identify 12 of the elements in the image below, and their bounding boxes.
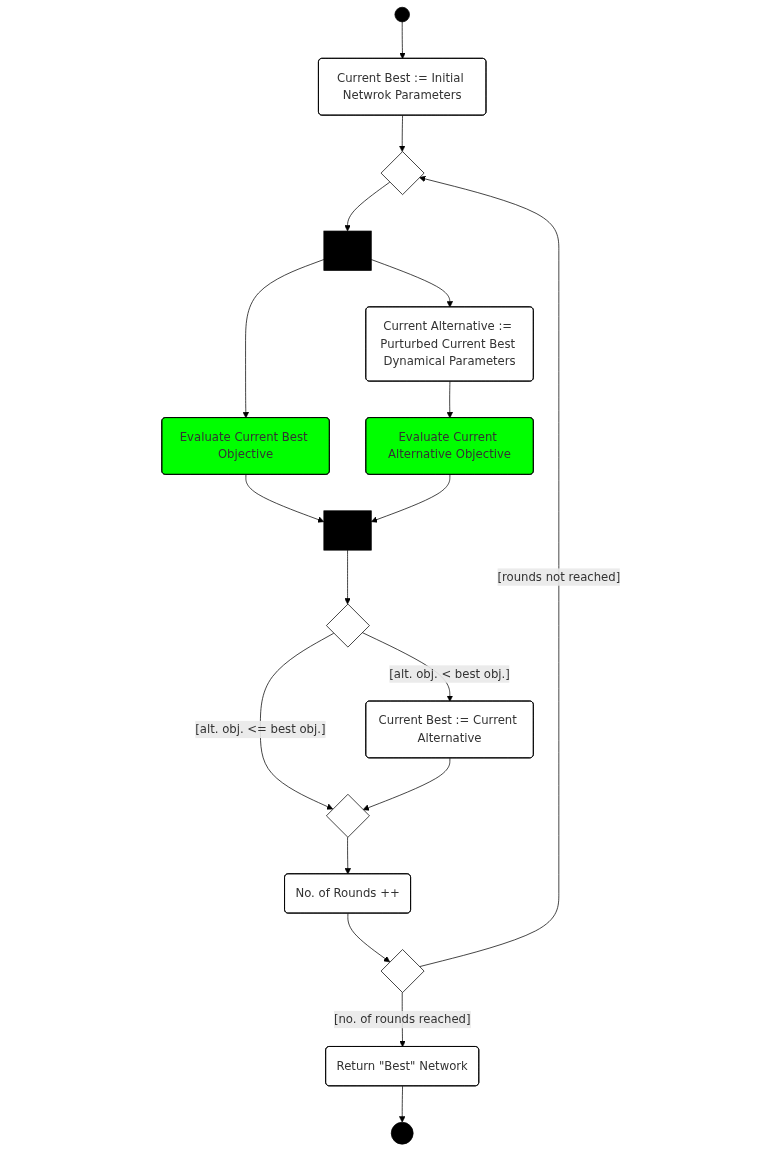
edge-label: [alt. obj. < best obj.] (389, 666, 510, 681)
node-circle (390, 1121, 414, 1145)
node-diamond (326, 793, 370, 838)
node-bar (323, 230, 372, 271)
node-diamond (326, 603, 370, 648)
edge-label: [alt. obj. <= best obj.] (195, 722, 326, 736)
edge-label: [rounds not reached] (497, 569, 621, 584)
edge-label: [no. of rounds reached] (333, 1012, 471, 1027)
node-bar (323, 510, 372, 551)
node-diamond (380, 151, 425, 195)
node-circle (394, 6, 410, 23)
node-diamond (380, 949, 425, 993)
